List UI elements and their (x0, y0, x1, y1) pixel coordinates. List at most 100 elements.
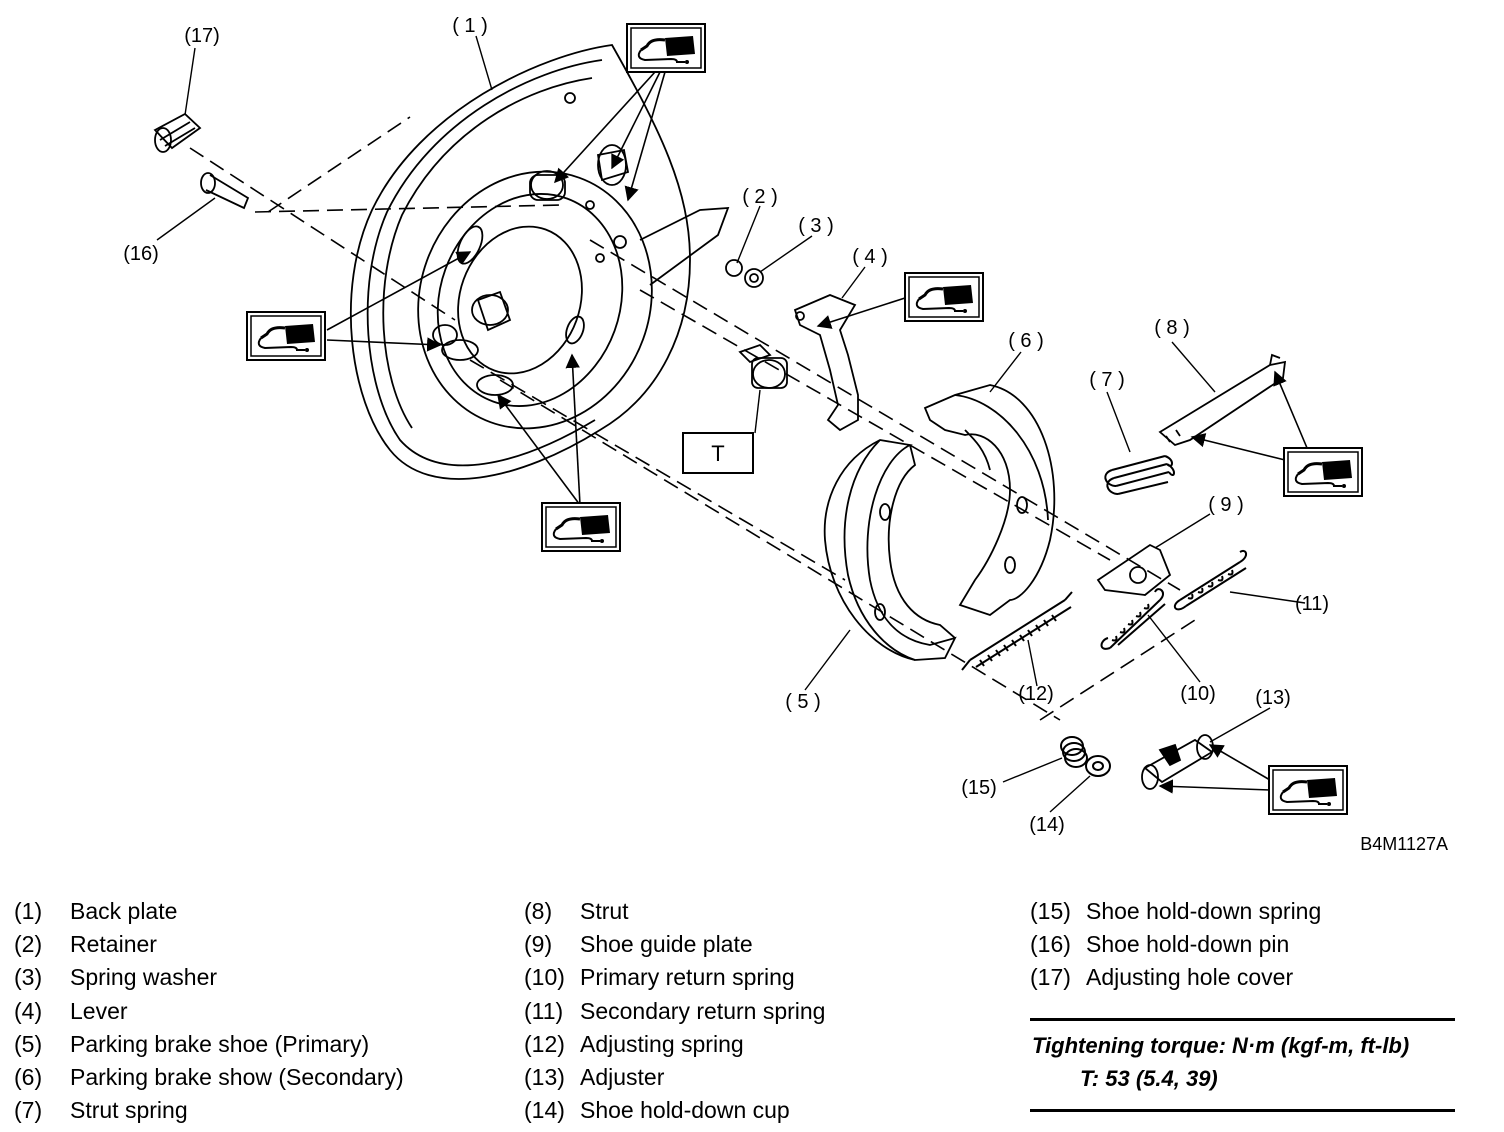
torque-spec-value: T: 53 (5.4, 39) (1080, 1066, 1218, 1091)
legend-number: (6) (14, 1064, 43, 1091)
legend-label: Shoe hold-down cup (580, 1097, 790, 1124)
legend-label: Shoe hold-down spring (1086, 898, 1322, 924)
grease-tube-icon (245, 310, 327, 362)
figure-code: B4M1127A (1360, 834, 1448, 854)
adjusting-hole-cover (153, 112, 202, 153)
legend-label: Adjuster (580, 1064, 665, 1091)
back-plate (349, 44, 730, 480)
legend-number: (5) (14, 1030, 43, 1057)
callout-13: (13) (1255, 687, 1291, 709)
legend-item: (6) Parking brake show (Secondary) (14, 1061, 404, 1094)
legend-label: Shoe guide plate (580, 931, 753, 958)
callout-1: ( 1 ) (452, 15, 488, 37)
strut (1158, 353, 1287, 447)
spring-washer (744, 268, 764, 288)
callout-10: (10) (1180, 683, 1216, 705)
callout-9: ( 9 ) (1208, 494, 1244, 516)
legend-item: (16) Shoe hold-down pin (1030, 928, 1321, 961)
assembly-lines (189, 116, 1196, 721)
grease-leaders (326, 71, 1311, 794)
legend-item: (7) Strut spring (14, 1094, 404, 1127)
legend-label: Shoe hold-down pin (1086, 931, 1290, 958)
legend-number: (13) (524, 1064, 565, 1091)
legend-label: Parking brake show (Secondary) (70, 1064, 404, 1091)
legend-number: (7) (14, 1097, 43, 1124)
shoe-guide-plate (1096, 543, 1172, 596)
shoe-hold-down-cup (1085, 755, 1111, 777)
legend-item: (3) Spring washer (14, 961, 404, 994)
legend-item: (14) Shoe hold-down cup (524, 1094, 825, 1127)
torque-marker: T (682, 432, 754, 474)
lever (793, 294, 859, 432)
grease-tube-icon (540, 501, 622, 553)
legend-item: (8) Strut (524, 895, 825, 928)
strut-spring (1104, 455, 1175, 495)
legend-number: (14) (524, 1097, 565, 1124)
legend-label: Adjusting spring (580, 1030, 744, 1057)
grease-tube-icon (625, 22, 707, 74)
legend-number: (10) (524, 964, 565, 991)
legend-label: Back plate (70, 898, 178, 924)
grease-tube-icon (1267, 764, 1349, 816)
legend-label: Strut (580, 898, 629, 924)
callout-7: ( 7 ) (1089, 369, 1125, 391)
callout-5: ( 5 ) (785, 691, 821, 713)
legend-number: (17) (1030, 964, 1071, 991)
legend-label: Secondary return spring (580, 997, 826, 1024)
callout-2: ( 2 ) (742, 186, 778, 208)
legend-number: (9) (524, 931, 553, 958)
legend-number: (12) (524, 1030, 565, 1057)
legend-number: (2) (14, 931, 43, 958)
legend-number: (8) (524, 898, 553, 924)
legend-label: Parking brake shoe (Primary) (70, 1030, 370, 1057)
legend-item: (9) Shoe guide plate (524, 928, 825, 961)
legend-number: (3) (14, 964, 43, 991)
legend-item: (15) Shoe hold-down spring (1030, 895, 1321, 928)
adjusting-spring (961, 591, 1073, 671)
torque-bolt (738, 343, 788, 389)
legend-label: Spring washer (70, 964, 218, 991)
adjuster (1141, 734, 1214, 790)
shoe-hold-down-spring (1060, 736, 1088, 768)
callout-4: ( 4 ) (852, 246, 888, 268)
legend-number: (16) (1030, 931, 1071, 958)
grease-tube-icon (903, 271, 985, 323)
legend-column-2: (8) Strut (9) Shoe guide plate (10) Primary… (524, 895, 825, 1127)
legend-number: (1) (14, 898, 43, 924)
legend-label: Strut spring (70, 1097, 188, 1124)
legend-item: (10) Primary return spring (524, 961, 825, 994)
legend-number: (15) (1030, 898, 1071, 924)
parking-brake-shoe-secondary (923, 384, 1056, 617)
legend-item: (13) Adjuster (524, 1061, 825, 1094)
legend-label: Lever (70, 997, 128, 1024)
callout-6: ( 6 ) (1008, 330, 1044, 352)
legend-item: (2) Retainer (14, 928, 404, 961)
torque-marker-label: T (711, 441, 724, 466)
legend-item: (4) Lever (14, 995, 404, 1028)
legend-item: (17)Adjusting hole cover (1030, 961, 1321, 994)
legend-item: (1) Back plate (14, 895, 404, 928)
torque-spec-title: Tightening torque: N·m (kgf-m, ft-lb) (1032, 1033, 1410, 1058)
legend-column-3: (15) Shoe hold-down spring (16) Shoe hold-… (1030, 895, 1321, 995)
legend-item: (12) Adjusting spring (524, 1028, 825, 1061)
shoe-hold-down-pin (200, 172, 250, 210)
grease-tube-icon (1282, 446, 1364, 498)
brake-exploded-diagram: T (123, 15, 1448, 854)
callout-12: (12) (1018, 683, 1054, 705)
legend-item: (5) Parking brake shoe (Primary) (14, 1028, 404, 1061)
primary-return-spring (1100, 588, 1166, 650)
retainer (725, 259, 743, 277)
callout-8: ( 8 ) (1154, 317, 1190, 339)
legend-label: Primary return spring (580, 964, 795, 991)
torque-spec-box: Tightening torque: N·m (kgf-m, ft-lb) T:… (1030, 1018, 1455, 1112)
legend-number: (11) (524, 997, 564, 1024)
callout-15: (15) (961, 777, 997, 799)
legend-number: (4) (14, 997, 43, 1024)
legend-item: (11) Secondary return spring (524, 995, 825, 1028)
legend-label: Retainer (70, 931, 157, 958)
parking-brake-shoe-primary (823, 439, 957, 661)
callout-14: (14) (1029, 814, 1065, 836)
callout-17: (17) (184, 25, 220, 47)
secondary-return-spring (1173, 550, 1247, 611)
callout-11: (11) (1295, 593, 1329, 615)
